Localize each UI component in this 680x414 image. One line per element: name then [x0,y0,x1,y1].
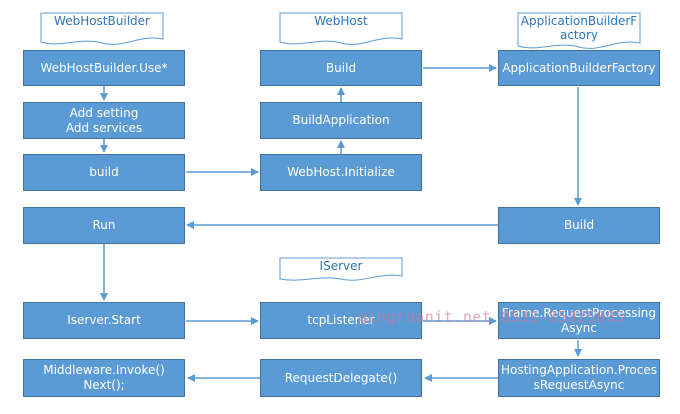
hosting-process-label: HostingApplication.Proces sRequestAsync [500,363,657,392]
document-shape-icon [279,12,403,45]
run-label: Run [92,218,116,232]
frame-request-label: Frame.RequestProcessing Async [501,305,657,335]
webhostbuilder-use-label: WebHostBuilder.Use* [40,60,168,75]
middleware-box: Middleware.Invoke() Next(); [23,359,185,397]
webhost-build-box: Build [260,50,422,86]
iserver-start-label: Iserver.Start [67,313,141,327]
run-box: Run [23,207,185,244]
request-delegate-box: RequestDelegate() [260,359,422,397]
document-shape-icon [279,257,403,281]
middleware-label: Middleware.Invoke() Next(); [43,363,165,392]
webhost-initialize-label: WebHost.Initialize [287,165,395,179]
factory-build-label: Build [563,218,595,232]
doc-webhost-label: WebHost [314,14,368,28]
doc-iserver: IServer [279,257,403,283]
app-builder-factory-label: ApplicationBuilderFactory [502,60,656,75]
doc-appbuilderfactory: ApplicationBuilderF actory [517,12,641,50]
watermark-text: qingruanit.net 0532-85025005 [358,308,625,326]
hosting-process-box: HostingApplication.Proces sRequestAsync [498,359,660,397]
factory-build-box: Build [498,207,660,244]
build-lower-label: build [89,165,119,179]
document-shape-icon [40,12,164,45]
doc-webhostbuilder: WebHostBuilder [40,12,164,46]
frame-request-box: Frame.RequestProcessing Async [498,302,660,339]
request-delegate-label: RequestDelegate() [284,370,398,385]
app-builder-factory-box: ApplicationBuilderFactory [498,50,660,86]
build-application-label: BuildApplication [292,113,390,127]
iserver-start-box: Iserver.Start [23,302,185,339]
doc-iserver-label: IServer [319,259,363,273]
doc-webhost: WebHost [279,12,403,46]
tcp-listener-label: tcpListener [307,313,375,327]
add-settings-box: Add setting Add services [23,102,185,139]
build-application-box: BuildApplication [260,102,422,139]
build-lower-box: build [23,154,185,191]
add-settings-label: Add setting Add services [65,105,143,135]
webhost-initialize-box: WebHost.Initialize [260,154,422,191]
webhost-build-label: Build [325,60,357,75]
doc-webhostbuilder-label: WebHostBuilder [54,14,150,28]
document-shape-icon [517,12,641,49]
tcp-listener-box: tcpListener [260,302,422,339]
webhostbuilder-use-box: WebHostBuilder.Use* [23,50,185,86]
doc-appbuilderfactory-label: ApplicationBuilderF actory [520,14,638,42]
